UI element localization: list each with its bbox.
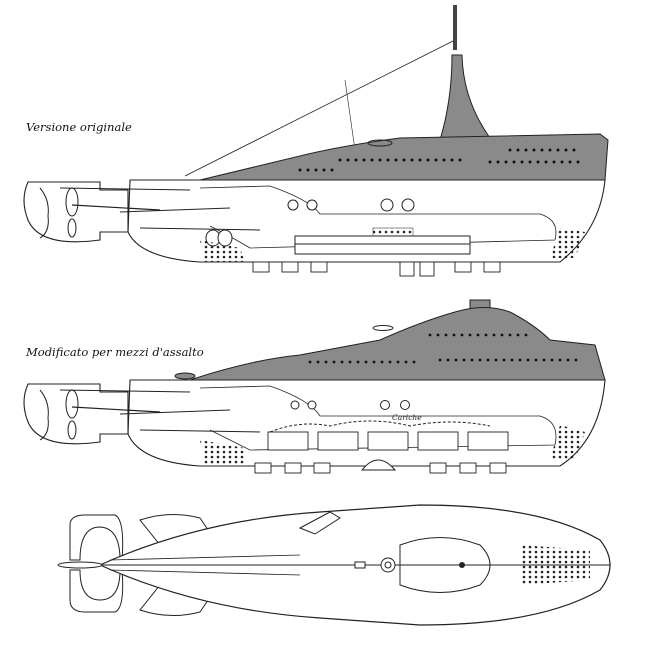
profile-original (23, 5, 609, 277)
porthole (380, 198, 394, 212)
conning-tower (439, 54, 491, 141)
propeller (65, 389, 79, 419)
charge-bays (267, 431, 509, 451)
keel-compartments (252, 261, 501, 277)
upper-deck-modified (189, 307, 606, 381)
cariche-label: Cariche (392, 413, 422, 422)
periscope-mast (453, 5, 457, 50)
main-hull-modified (127, 379, 606, 467)
propeller (65, 187, 79, 217)
hatch-round (380, 557, 396, 573)
plan-view (57, 504, 611, 626)
deck-portholes-modified (308, 333, 578, 364)
aerial-wire (184, 39, 456, 177)
porthole (287, 199, 299, 211)
porthole (401, 198, 415, 212)
porthole (306, 199, 318, 211)
profile-modified: Cariche (23, 299, 606, 474)
caption-original: Versione originale (26, 120, 132, 134)
deck-portholes (298, 148, 580, 172)
caption-modified: Modificato per mezzi d'assalto (26, 345, 204, 359)
upper-deck (199, 133, 609, 181)
